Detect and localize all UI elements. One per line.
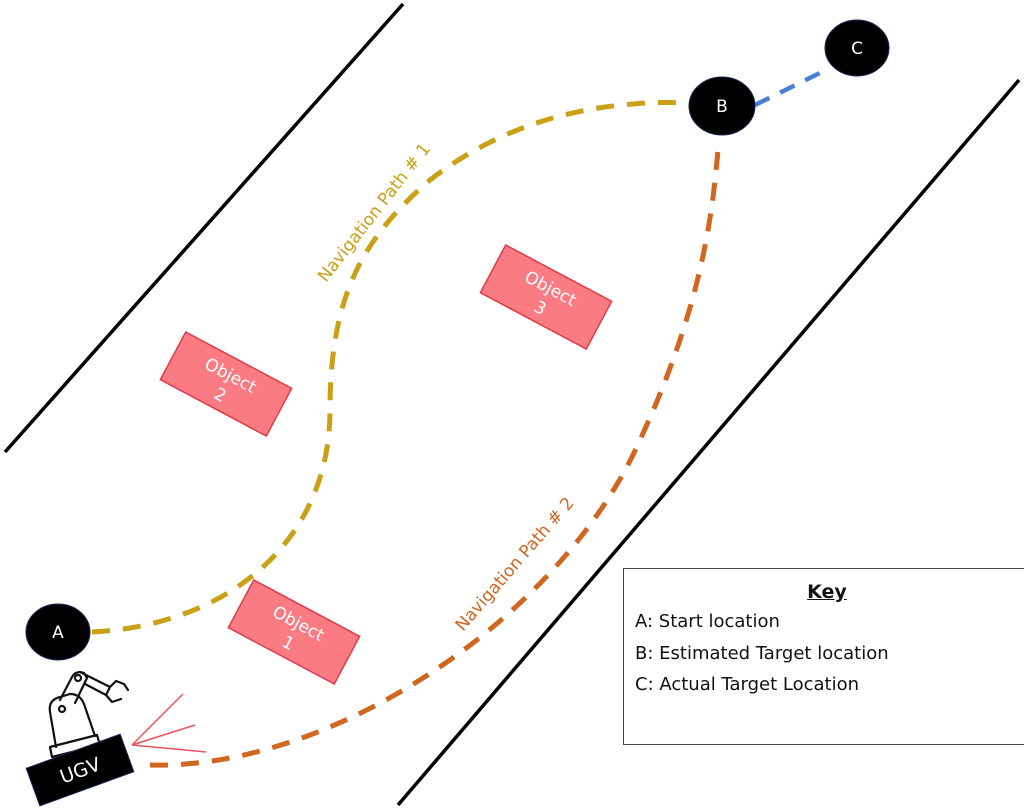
node-a-label: A bbox=[52, 623, 64, 643]
key-item-c: C: Actual Target Location bbox=[635, 674, 860, 695]
node-c: C bbox=[824, 19, 890, 77]
node-b: B bbox=[688, 76, 756, 136]
key-legend: Key A: Start location B: Estimated Targe… bbox=[623, 568, 1024, 745]
key-item-b: B: Estimated Target location bbox=[635, 643, 889, 664]
road-boundary-right bbox=[396, 78, 1021, 807]
key-title: Key bbox=[807, 581, 847, 603]
estimate-error-line bbox=[754, 65, 831, 108]
node-b-label: B bbox=[716, 97, 728, 117]
sensor-rays-icon bbox=[131, 693, 207, 753]
node-a: A bbox=[25, 603, 91, 661]
key-item-a: A: Start location bbox=[635, 611, 780, 632]
navigation-path-1 bbox=[91, 100, 693, 635]
navigation-path-1-label: Navigation Path # 1 bbox=[314, 140, 435, 287]
road-boundary-left bbox=[3, 2, 405, 454]
navigation-path-2 bbox=[149, 149, 721, 768]
robot-arm-icon bbox=[48, 670, 130, 759]
object-2: Object 2 bbox=[159, 330, 293, 438]
object-3: Object 3 bbox=[479, 243, 613, 351]
ugv-vehicle: UGV bbox=[25, 733, 135, 807]
node-c-label: C bbox=[851, 39, 863, 59]
object-1: Object 1 bbox=[227, 578, 361, 686]
